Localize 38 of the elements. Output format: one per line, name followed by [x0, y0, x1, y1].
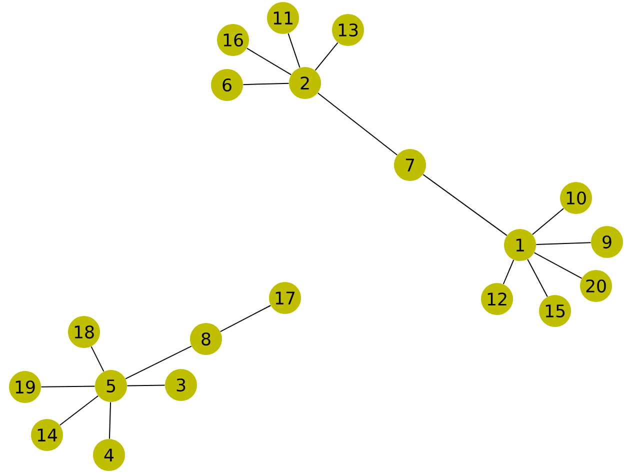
graph-node: 18: [68, 316, 100, 348]
edge-line: [108, 402, 112, 440]
edge-line: [314, 42, 338, 71]
graph-node: 3: [165, 369, 197, 401]
graph-node: 10: [560, 182, 592, 214]
graph-node: 12: [481, 283, 513, 315]
edge-line: [422, 174, 508, 236]
edge-line: [532, 208, 564, 236]
graph-node: 19: [9, 371, 41, 403]
graph-node: 15: [539, 295, 572, 327]
graph-node: 6: [211, 69, 243, 101]
edge-line: [242, 82, 290, 86]
edge-line: [288, 32, 300, 68]
graph-node: 9: [591, 226, 624, 258]
edge-line: [246, 48, 292, 76]
graph-node: 5: [95, 370, 127, 402]
edge-line: [220, 305, 272, 332]
edge-line: [536, 242, 592, 245]
graph-node: 7: [394, 149, 426, 181]
graph-node: 11: [267, 2, 299, 34]
edge-line: [534, 252, 582, 279]
edge-line: [527, 258, 548, 298]
graph-node: 20: [580, 270, 612, 302]
edge-line: [126, 384, 166, 386]
graph-node: 17: [269, 282, 301, 314]
graph-node: 14: [31, 419, 63, 451]
graph-node: 4: [93, 439, 125, 471]
edge-line: [40, 386, 96, 388]
edge-line: [59, 395, 99, 426]
edge-line: [317, 92, 398, 156]
edge-line: [90, 346, 104, 372]
graph-node: 2: [289, 67, 321, 99]
graph-node: 1: [504, 229, 536, 261]
graph-node: 16: [217, 24, 249, 56]
edge-line: [502, 259, 514, 285]
edge-line: [125, 346, 192, 380]
graph-node: 8: [190, 323, 222, 355]
graph-node: 13: [332, 14, 364, 46]
